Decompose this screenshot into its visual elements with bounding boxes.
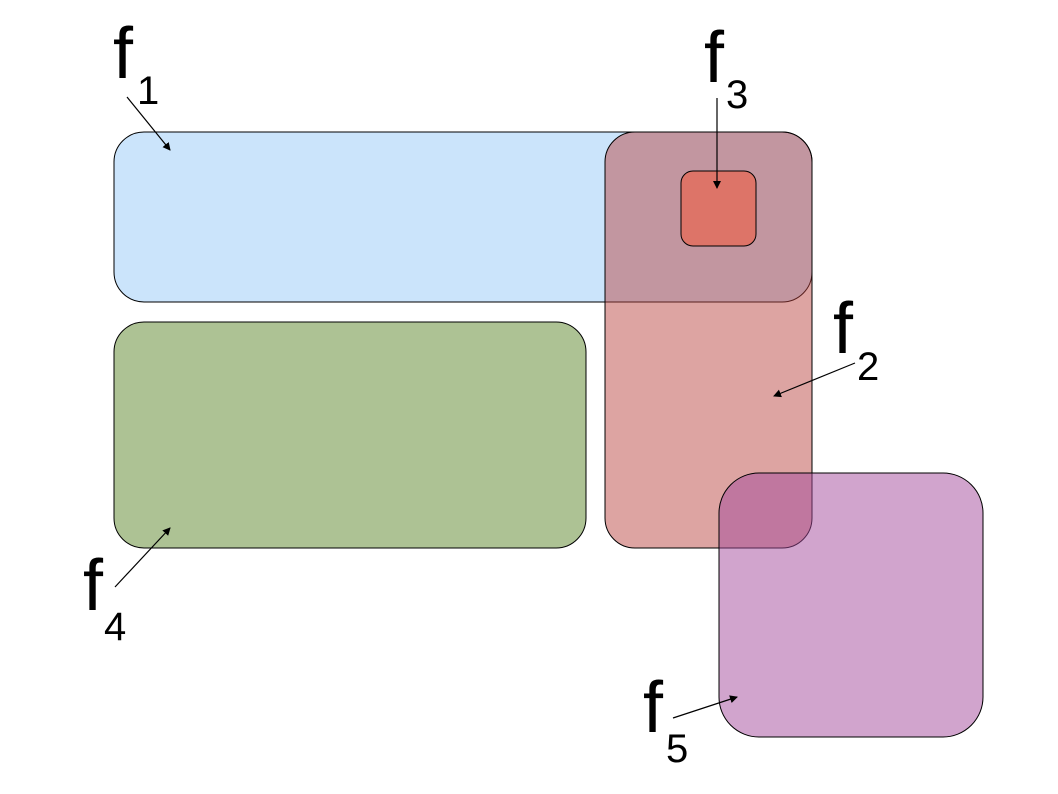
svg-text:f: f (833, 289, 854, 369)
arrow-f1 (126, 96, 171, 151)
svg-text:5: 5 (666, 727, 688, 771)
region-f5 (718, 472, 984, 738)
region-f3 (680, 170, 757, 247)
arrow-f5 (672, 695, 738, 719)
svg-text:2: 2 (857, 345, 879, 389)
label-f1: f 1 (113, 14, 159, 113)
svg-text:3: 3 (726, 73, 748, 117)
label-f2: f 2 (833, 289, 879, 389)
label-f3: f 3 (704, 18, 748, 117)
svg-text:f: f (704, 18, 725, 98)
svg-text:f: f (83, 546, 104, 626)
label-f4: f 4 (83, 546, 126, 649)
arrow-f2 (773, 362, 856, 398)
svg-text:4: 4 (104, 605, 126, 649)
arrow-f4 (114, 527, 171, 588)
region-f2 (604, 131, 813, 549)
svg-text:f: f (643, 668, 664, 748)
region-f4 (113, 321, 587, 549)
svg-text:f: f (113, 14, 134, 94)
label-f5: f 5 (643, 668, 688, 771)
svg-text:1: 1 (137, 69, 159, 113)
